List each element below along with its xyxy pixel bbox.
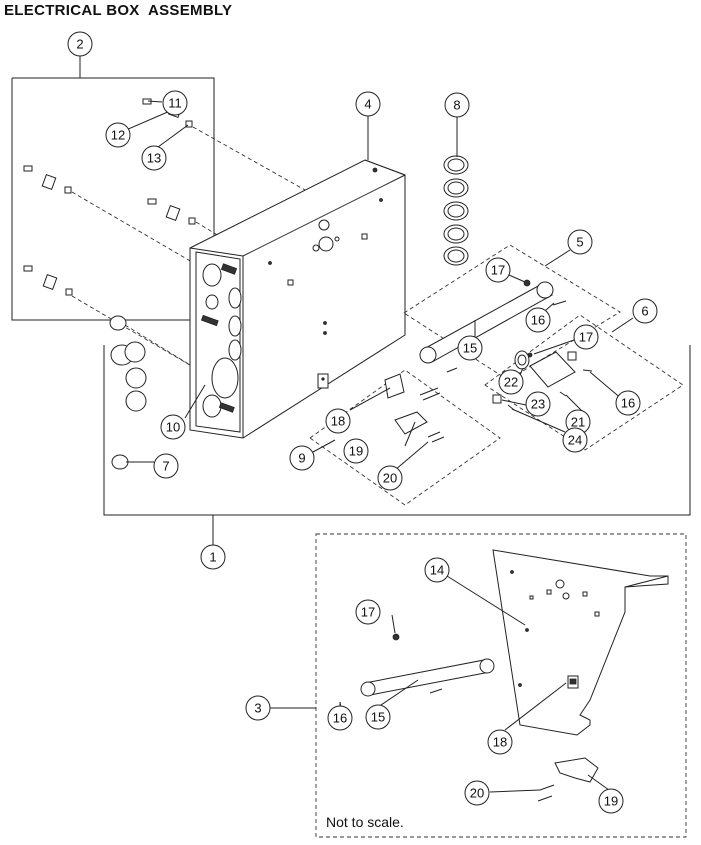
callout-5: 5 [567,229,593,255]
svg-text:6: 6 [641,304,648,319]
callout-15-upper: 15 [457,335,483,361]
callout-6: 6 [632,298,658,324]
kit-9-dashed-region [309,369,501,506]
svg-text:18: 18 [331,414,345,429]
svg-text:14: 14 [430,563,444,578]
callout-10: 10 [160,414,186,440]
svg-text:24: 24 [568,433,582,448]
scale-note: Not to scale. [326,814,404,830]
callout-13: 13 [141,145,167,171]
svg-text:16: 16 [333,711,347,726]
callout-19-kit3: 19 [598,788,624,814]
svg-text:15: 15 [371,710,385,725]
svg-text:15: 15 [463,341,477,356]
grommet-stack [443,155,469,266]
svg-text:17: 17 [579,330,593,345]
callout-20-kit3: 20 [464,780,490,806]
callout-9: 9 [289,445,315,471]
svg-text:4: 4 [364,97,371,112]
svg-text:16: 16 [531,313,545,328]
svg-text:2: 2 [76,37,83,52]
electrical-box [189,159,406,439]
callout-16-kit3: 16 [327,705,353,731]
callout-2: 2 [67,31,93,57]
svg-text:17: 17 [361,605,375,620]
svg-text:5: 5 [576,235,583,250]
svg-text:17: 17 [491,263,505,278]
svg-text:19: 19 [604,794,618,809]
svg-text:22: 22 [504,375,518,390]
svg-text:19: 19 [349,444,363,459]
callout-20-kit9: 20 [377,465,403,491]
svg-text:7: 7 [162,459,169,474]
callout-1: 1 [200,544,226,570]
svg-text:21: 21 [571,415,585,430]
callout-4: 4 [355,91,381,117]
callout-18-kit9: 18 [325,408,351,434]
svg-text:9: 9 [298,451,305,466]
svg-text:20: 20 [470,786,484,801]
kit-5-dashed-region [403,244,621,381]
svg-text:8: 8 [453,98,460,113]
callout-17-kit3: 17 [355,599,381,625]
svg-text:23: 23 [531,397,545,412]
diagram-title: ELECTRICAL BOX ASSEMBLY [4,2,233,19]
callout-17-kit5: 17 [485,257,511,283]
callout-16-kit6: 16 [615,390,641,416]
callout-23: 23 [525,391,551,417]
svg-text:13: 13 [147,151,161,166]
callout-3: 3 [245,695,271,721]
callout-8: 8 [444,92,470,118]
svg-text:10: 10 [166,420,180,435]
callout-19-kit9: 19 [343,438,369,464]
callout-16-kit5: 16 [525,307,551,333]
callout-15-lower: 15 [365,704,391,730]
callout-14: 14 [424,557,450,583]
svg-text:16: 16 [621,396,635,411]
main-assembly-bracket [103,345,691,545]
callout-22: 22 [498,369,524,395]
svg-text:11: 11 [168,96,182,111]
svg-text:12: 12 [111,128,125,143]
svg-text:20: 20 [383,471,397,486]
callout-24: 24 [562,427,588,453]
callout-11: 11 [162,90,188,116]
svg-text:3: 3 [254,701,261,716]
svg-text:18: 18 [493,735,507,750]
callout-17-kit6: 17 [573,324,599,350]
leader-lines [125,100,634,793]
callout-12: 12 [105,122,131,148]
hole-plugs [109,315,147,470]
kit-3-dashed-box [270,533,687,838]
callout-7: 7 [153,453,179,479]
kit-6-dashed-region [484,314,684,451]
callout-18-kit3: 18 [487,729,513,755]
svg-text:1: 1 [209,550,216,565]
